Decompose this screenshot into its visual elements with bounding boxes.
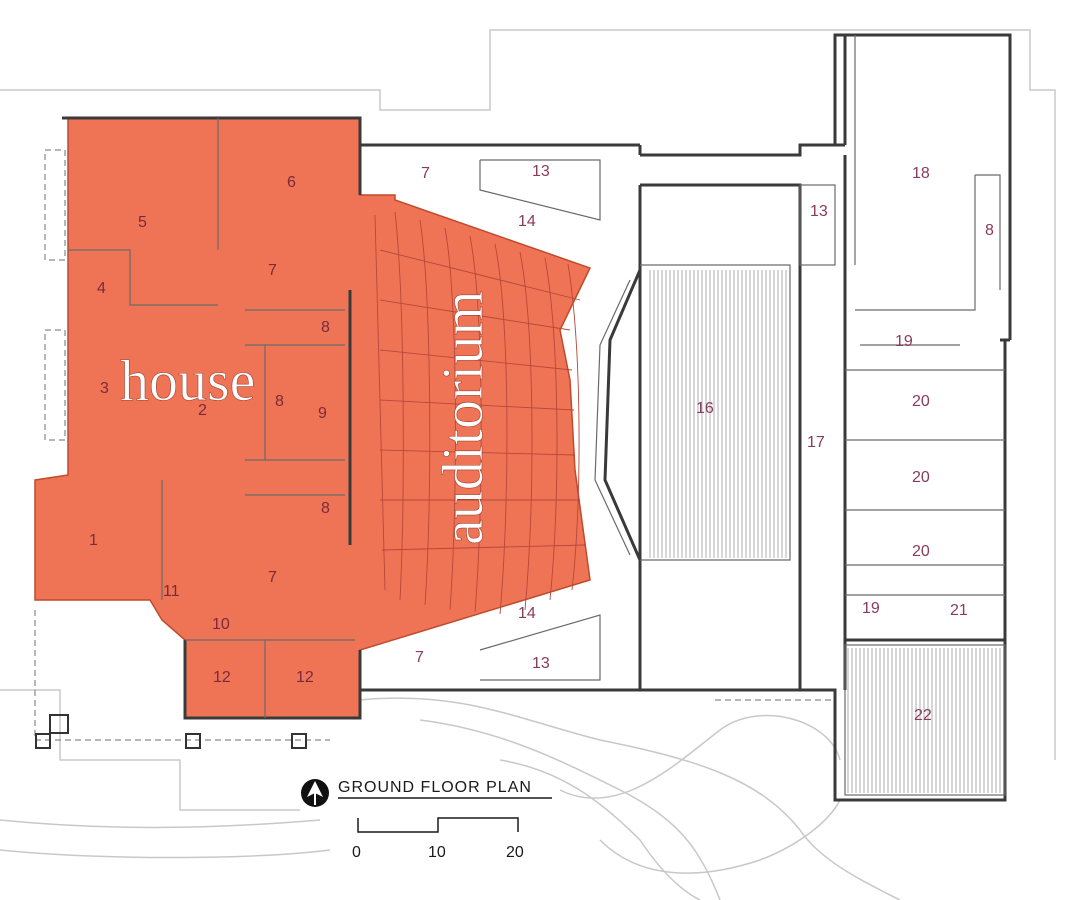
room-label: 22 [914,707,932,724]
room-label: 13 [532,163,550,180]
room-label: 14 [518,605,536,622]
room-label: 2 [198,402,207,419]
room-label: 19 [895,333,913,350]
room-label: 8 [275,393,284,410]
room-label: 5 [138,214,147,231]
room-label: 16 [696,400,714,417]
plan-title-block: GROUND FLOOR PLAN [301,779,552,807]
auditorium-zone-label: auditorium [430,290,495,545]
room-label: 4 [97,280,106,297]
room-label: 7 [421,165,430,182]
column-markers [35,714,307,749]
room-label: 12 [213,669,231,686]
room-label: 21 [950,602,968,619]
stage-floor [649,270,787,558]
room-label: 7 [268,262,277,279]
room-label: 19 [862,600,880,617]
room-label: 11 [163,583,180,600]
room-label: 13 [810,203,828,220]
auditorium-seating [374,211,587,615]
scale-tick-label: 10 [428,844,446,861]
room-label: 13 [532,655,550,672]
scale-tick-label: 0 [352,844,361,861]
room-label: 10 [212,616,230,633]
scale-bar: 0 10 20 [352,817,524,861]
plan-title: GROUND FLOOR PLAN [338,779,532,796]
walls [62,33,1012,802]
site-context [0,29,1056,900]
room-label: 8 [321,500,330,517]
room-label: 12 [296,669,314,686]
room-label: 8 [321,319,330,336]
room-label: 17 [807,434,825,451]
scale-tick-label: 20 [506,844,524,861]
dashed-outlines [34,149,835,741]
room-label: 9 [318,405,327,422]
room-label: 7 [268,569,277,586]
room-label: 20 [912,543,930,560]
loading-floor [847,648,1001,793]
room-label: 7 [415,649,424,666]
room-label: 6 [287,174,296,191]
house-zone-label: house [120,348,255,413]
room-label: 14 [518,213,536,230]
room-label: 1 [89,532,98,549]
room-labels: 1 2 3 4 5 6 7 7 7 7 8 8 8 8 9 10 11 12 1… [89,163,994,724]
room-label: 8 [985,222,994,239]
room-label: 20 [912,393,930,410]
room-label: 3 [100,380,109,397]
room-label: 18 [912,165,930,182]
room-label: 20 [912,469,930,486]
